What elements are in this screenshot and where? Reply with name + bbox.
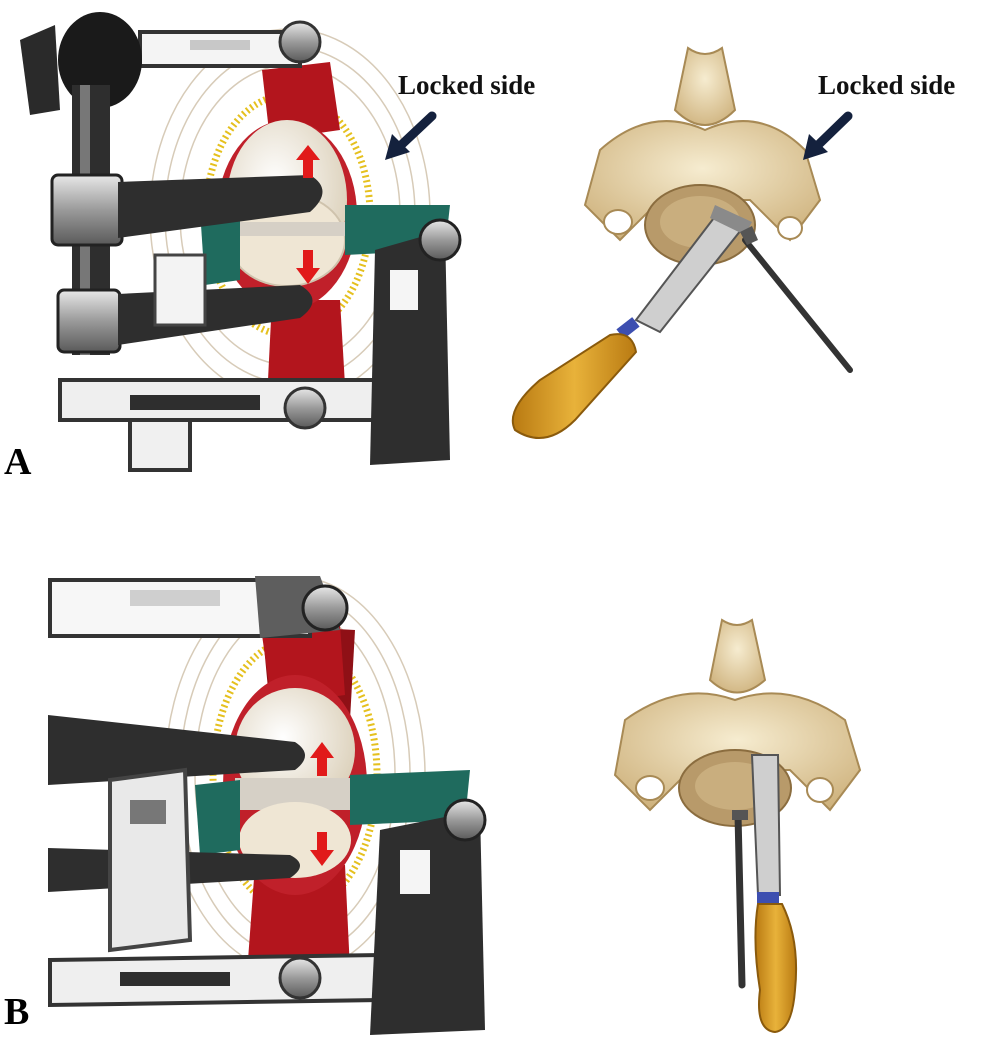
- wooden-handle-a: [511, 333, 638, 439]
- distraction-arrow-up-a: [296, 145, 320, 178]
- vertebra-model-a: [511, 46, 853, 439]
- callout-arrow-left-a: [385, 111, 437, 160]
- panel-a-artwork: [20, 12, 853, 472]
- distraction-arrow-down-a: [296, 250, 320, 284]
- distraction-arrow-up-b: [310, 742, 334, 776]
- panel-a: Locked side Locked side A: [0, 0, 996, 500]
- annotation-locked-side-right: Locked side: [818, 70, 956, 100]
- panel-b-artwork: [48, 576, 862, 1035]
- distraction-arrow-down-b: [310, 832, 334, 866]
- panel-b: B: [0, 520, 996, 1040]
- surgical-field-drawing-b: [48, 576, 487, 1035]
- annotation-locked-side-left: Locked side: [398, 70, 536, 100]
- panel-label-b: B: [4, 991, 30, 1033]
- panel-label-a: A: [4, 441, 32, 483]
- vertebra-model-b: [613, 618, 862, 1034]
- wooden-handle-b: [754, 903, 798, 1034]
- surgical-field-drawing-a: [20, 12, 462, 472]
- callout-arrow-right-a: [803, 111, 853, 160]
